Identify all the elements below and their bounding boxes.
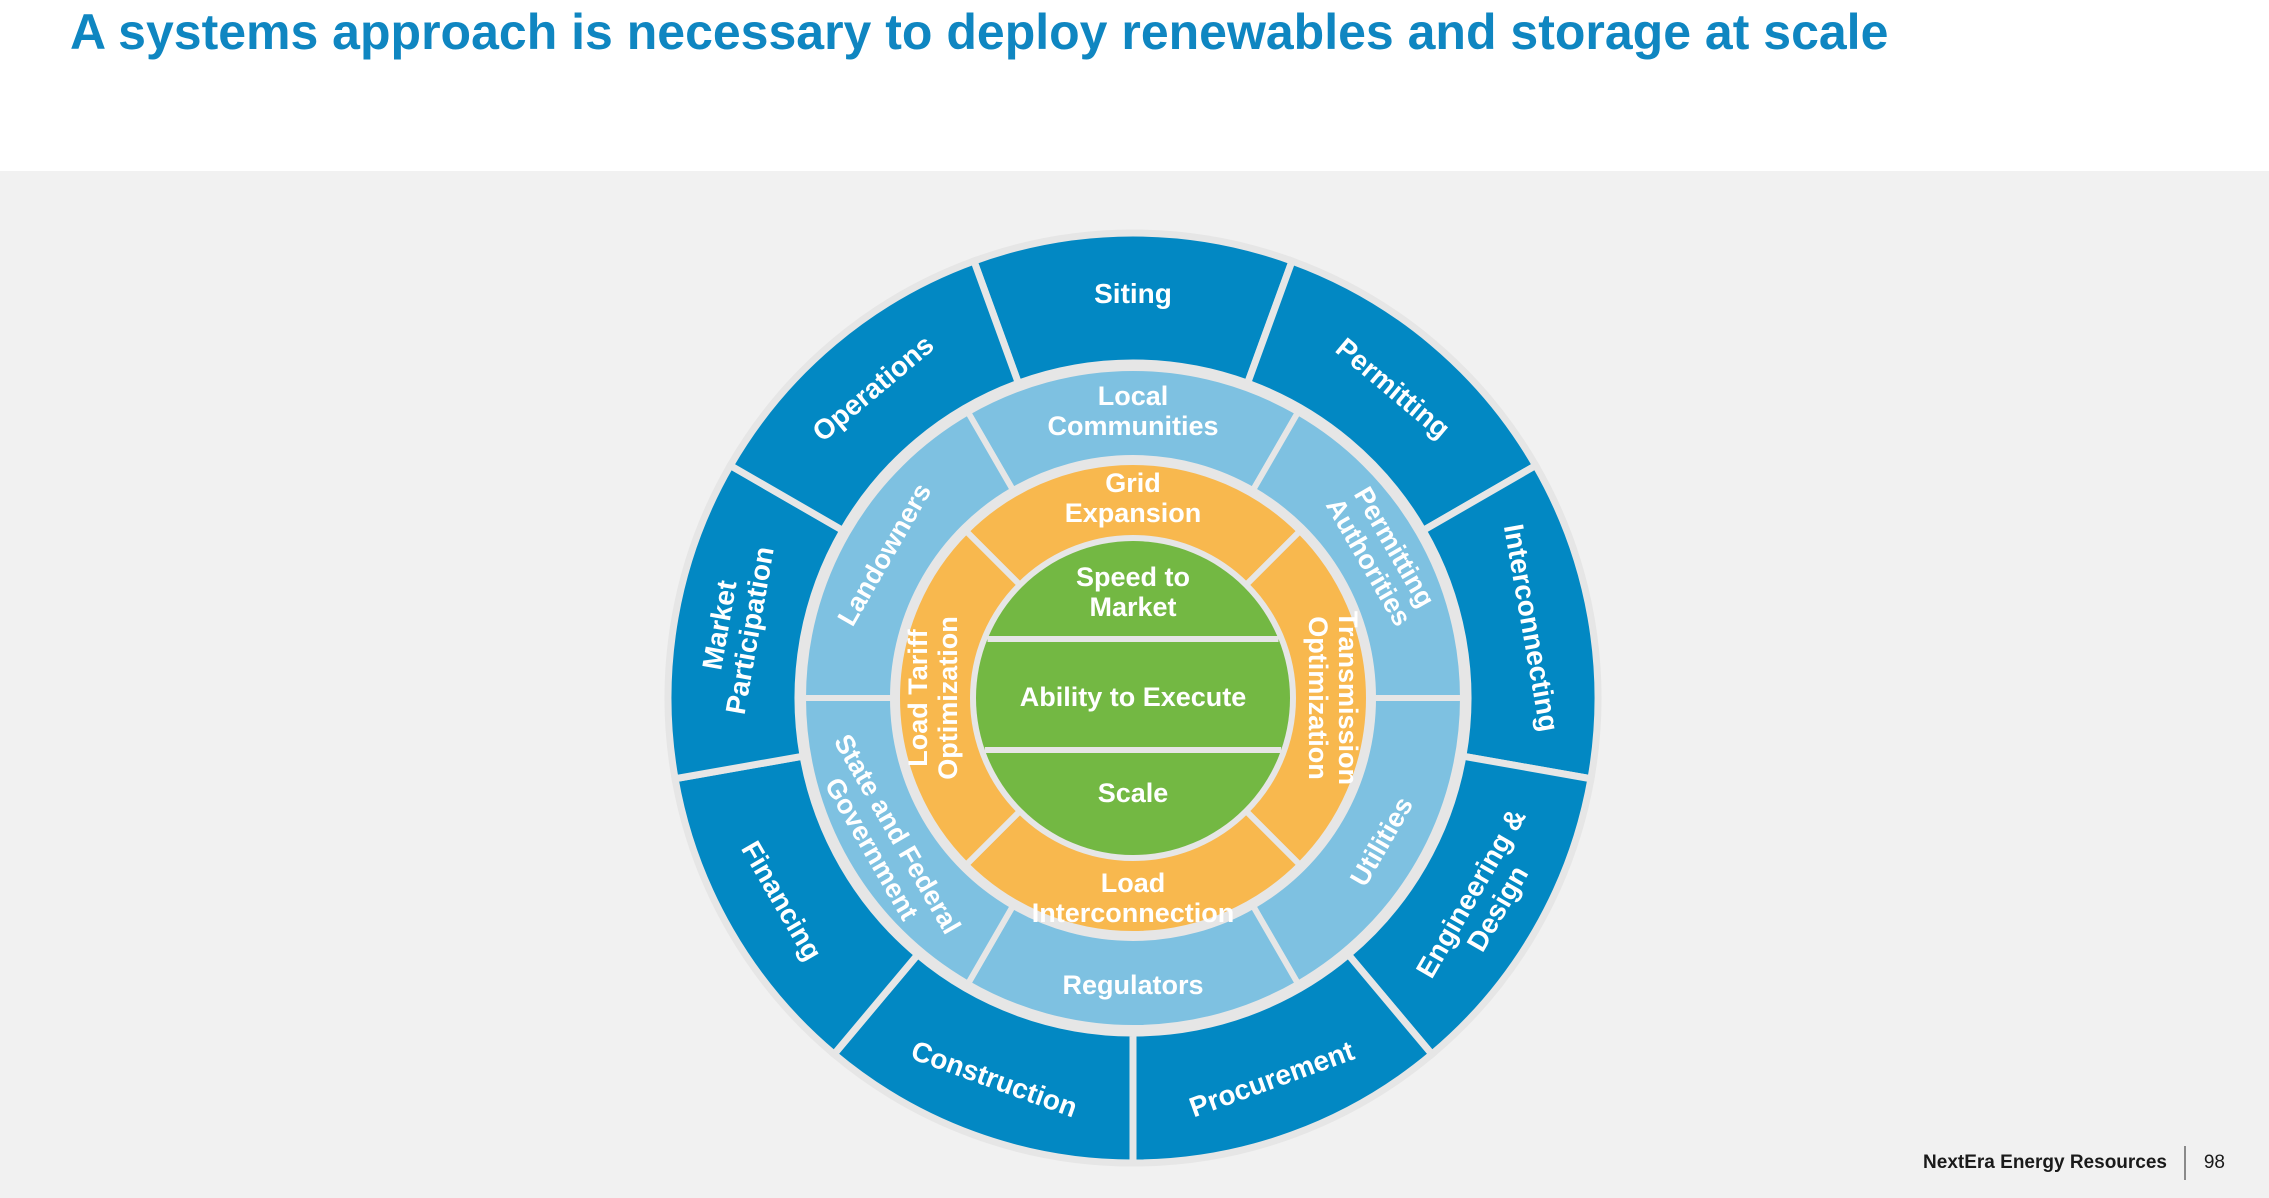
inner-label-load-tariff-optimization: Load TariffOptimization — [903, 616, 963, 780]
outer-ring: SitingPermittingInterconnectingEngineeri… — [664, 229, 1602, 1167]
page-number: 98 — [2203, 1152, 2225, 1173]
core-band-ability-to-execute — [976, 639, 1290, 750]
core-label-ability-to-execute: Ability to Execute — [1020, 682, 1247, 712]
footer-company-name: NextEra Energy Resources — [1923, 1152, 2167, 1173]
middle-label-regulators: Regulators — [1062, 970, 1203, 1000]
outer-label-siting: Siting — [1094, 278, 1172, 309]
middle-segment-landowners — [799, 408, 1018, 701]
inner-label-transmission-optimization: TransmissionOptimization — [1303, 611, 1363, 785]
footer-divider — [2184, 1146, 2186, 1180]
core-label-scale: Scale — [1098, 778, 1169, 808]
slide-title: A systems approach is necessary to deplo… — [70, 4, 1889, 60]
